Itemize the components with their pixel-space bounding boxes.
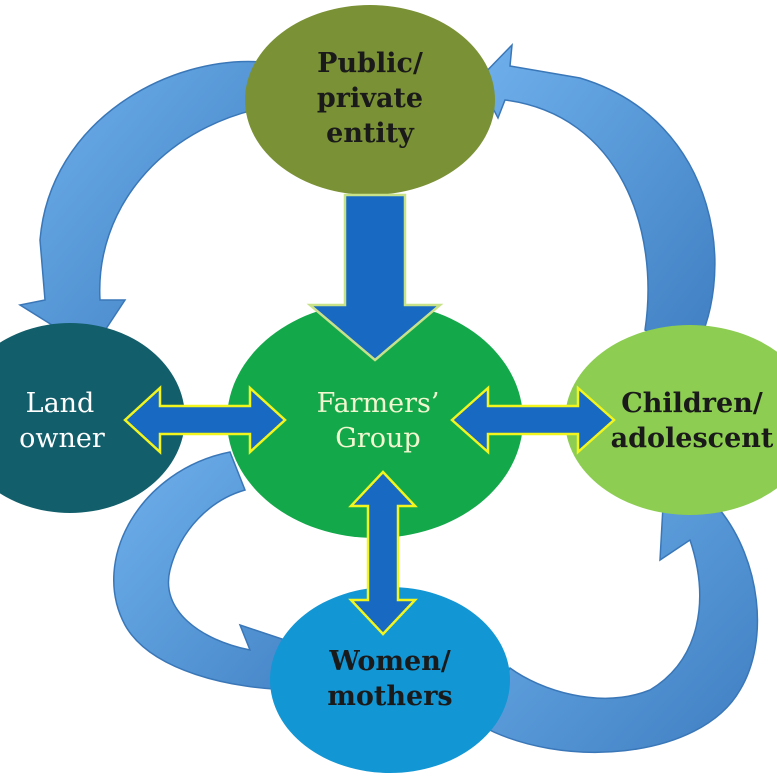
label-farmers-line2: Group: [335, 423, 420, 454]
label-public-line3: entity: [326, 118, 415, 149]
cycle-arrow-children-to-public: [477, 42, 716, 360]
label-women-line2: mothers: [327, 681, 452, 712]
cycle-arrow-public-to-land: [18, 60, 263, 352]
label-land-line1: Land: [26, 388, 95, 419]
node-public-private-entity: [245, 5, 495, 195]
arrow-land-farmers: [123, 385, 287, 455]
arrow-farmers-children: [450, 385, 616, 455]
label-children-line2: adolescent: [611, 423, 774, 454]
node-farmers-group: [227, 302, 523, 538]
label-children-line1: Children/: [621, 388, 763, 419]
label-farmers-line1: Farmers’: [317, 388, 440, 419]
label-public-line2: private: [317, 83, 423, 114]
node-land-owner: [0, 323, 185, 513]
label-women-line1: Women/: [328, 646, 451, 677]
label-land-line2: owner: [19, 423, 105, 454]
arrow-farmers-women: [348, 470, 418, 636]
label-public-line1: Public/: [317, 48, 423, 79]
node-children-adolescent: [565, 325, 777, 515]
arrow-public-to-farmers: [306, 193, 444, 362]
node-women-mothers: [270, 587, 510, 773]
